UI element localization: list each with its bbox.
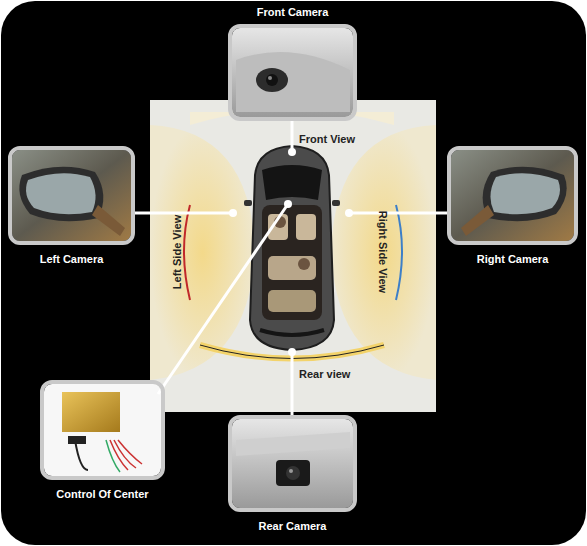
camera-photo-box: Rear Camera (228, 415, 357, 512)
camera-photo-box: Front Camera (228, 24, 357, 121)
camera-caption: Left Camera (40, 253, 104, 265)
view-label: Rear view (299, 368, 350, 380)
camera-photo-box: Left Camera (8, 146, 135, 245)
view-label: Front View (299, 133, 355, 145)
camera-caption: Right Camera (477, 253, 549, 265)
view-label: Right Side View (377, 211, 389, 293)
camera-caption: Front Camera (257, 6, 329, 18)
camera-photo-box: Right Camera (447, 146, 578, 245)
camera-caption: Control Of Center (56, 488, 148, 500)
view-label: Left Side View (171, 215, 183, 289)
camera-caption: Rear Camera (259, 520, 327, 532)
camera-photo-box: Control Of Center (40, 380, 165, 480)
